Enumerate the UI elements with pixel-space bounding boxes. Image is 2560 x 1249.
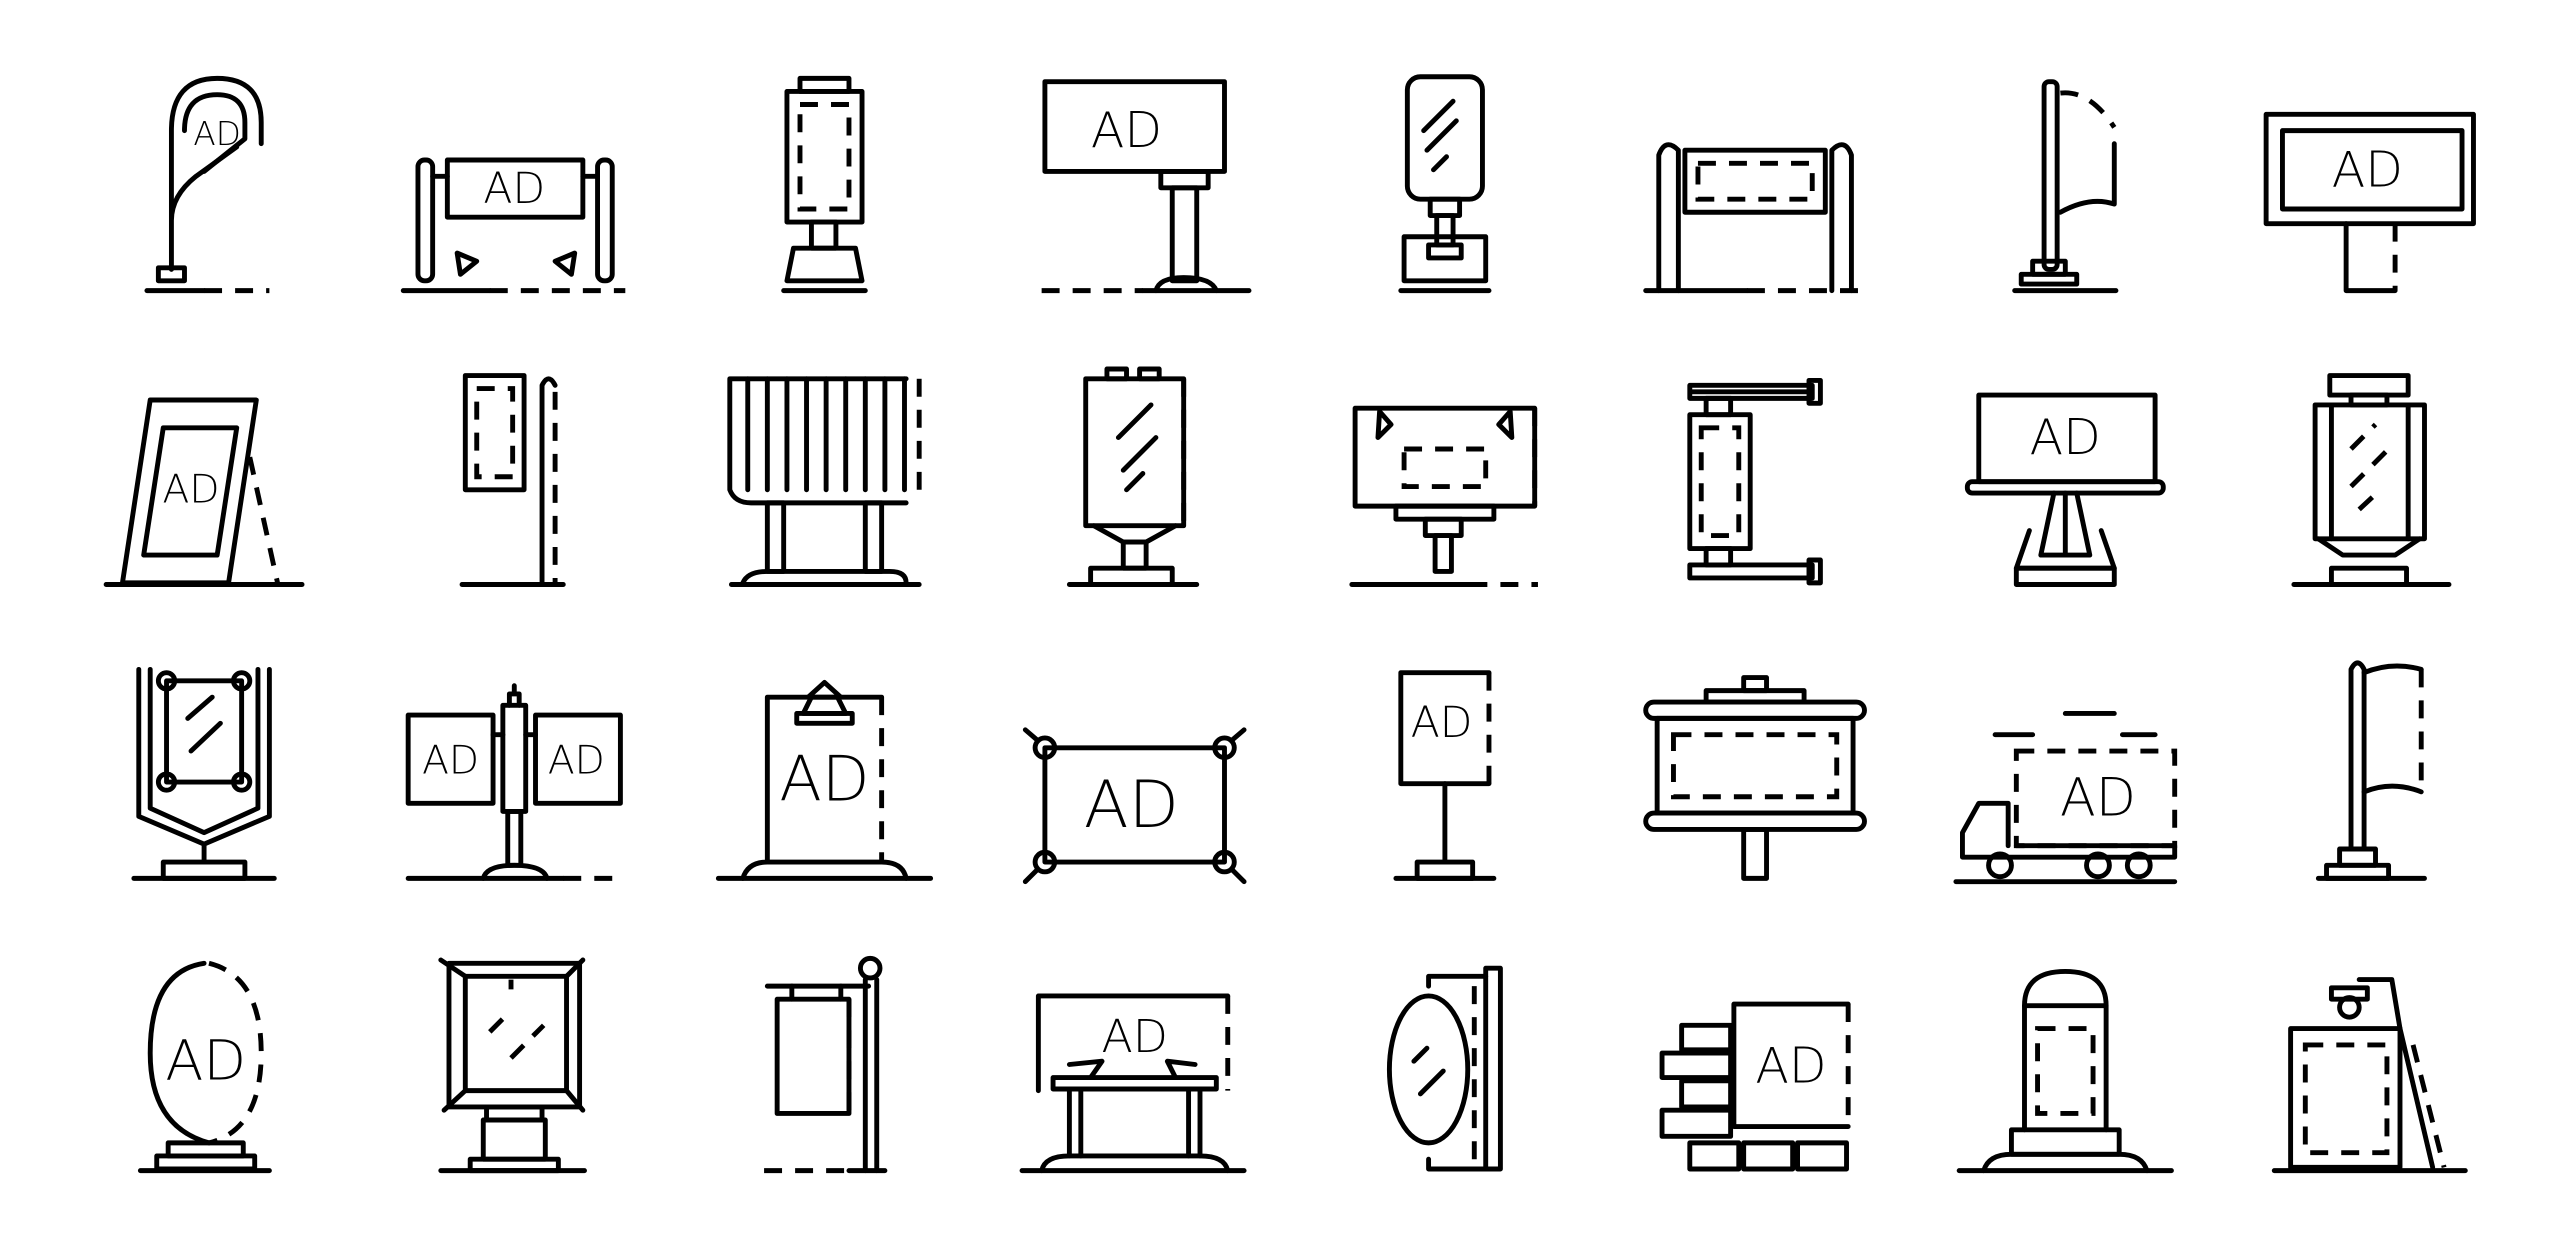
ad-label: AD — [163, 467, 220, 512]
rounded-column-icon — [1956, 968, 2174, 1174]
tripod-billboard-icon: AD — [1964, 392, 2166, 587]
slatted-billboard-icon — [727, 376, 922, 587]
brick-wall-sign-icon: AD — [1659, 1001, 1851, 1172]
easel-sign-icon: AD — [103, 397, 305, 587]
ad-label: AD — [2060, 768, 2136, 828]
rope-banner-icon: AD — [1022, 727, 1247, 885]
board-on-table-icon: AD — [1019, 993, 1247, 1174]
billboard-with-spotlights-icon — [1349, 405, 1538, 587]
roadside-billboard-icon: AD — [1041, 79, 1252, 294]
oval-sign-icon: AD — [137, 960, 272, 1174]
pole-sign-icon — [459, 373, 566, 587]
framed-lightbox-stand-icon — [438, 957, 587, 1174]
vertical-lightbox-icon — [781, 75, 868, 294]
tall-lightbox-icon — [1066, 366, 1200, 587]
illuminated-poster-icon: AD — [715, 680, 934, 881]
board-on-posts-icon — [1643, 675, 1867, 881]
ad-label: AD — [1084, 767, 1179, 843]
wall-mirror-icon — [1386, 965, 1503, 1172]
double-sided-signpost-icon: AD AD — [405, 683, 624, 881]
ad-label: AD — [2332, 141, 2403, 198]
ad-label: AD — [548, 738, 605, 783]
advertising-truck-icon: AD — [1953, 711, 2178, 885]
ad-label: AD — [1411, 699, 1473, 748]
arch-frame-billboard-icon — [1643, 142, 1862, 294]
ad-label: AD — [2030, 409, 2101, 466]
vertical-banner-rod-icon — [1687, 377, 1823, 586]
flag-on-pole-icon — [2315, 660, 2427, 881]
teardrop-flag-icon: AD — [144, 75, 270, 294]
ad-label: AD — [193, 115, 240, 153]
ad-label: AD — [1091, 102, 1162, 159]
ad-label: AD — [1755, 1038, 1826, 1095]
hanging-street-sign-icon — [764, 955, 888, 1174]
ad-label: AD — [483, 165, 545, 214]
banner-between-poles-icon: AD — [400, 157, 626, 294]
ad-label: AD — [422, 738, 479, 783]
ad-label: AD — [165, 1029, 246, 1094]
flag-pole-icon — [2012, 79, 2119, 294]
ad-label: AD — [779, 742, 869, 815]
small-standing-sign-icon: AD — [1393, 670, 1497, 881]
column-lightbox-icon — [2291, 373, 2452, 587]
frame-with-rivets-icon — [131, 666, 277, 881]
mirror-panel-icon — [1398, 74, 1492, 294]
framed-billboard-icon: AD — [2263, 111, 2476, 294]
panel-with-lamp-icon — [2271, 977, 2468, 1174]
ad-label: AD — [1101, 1010, 1167, 1063]
